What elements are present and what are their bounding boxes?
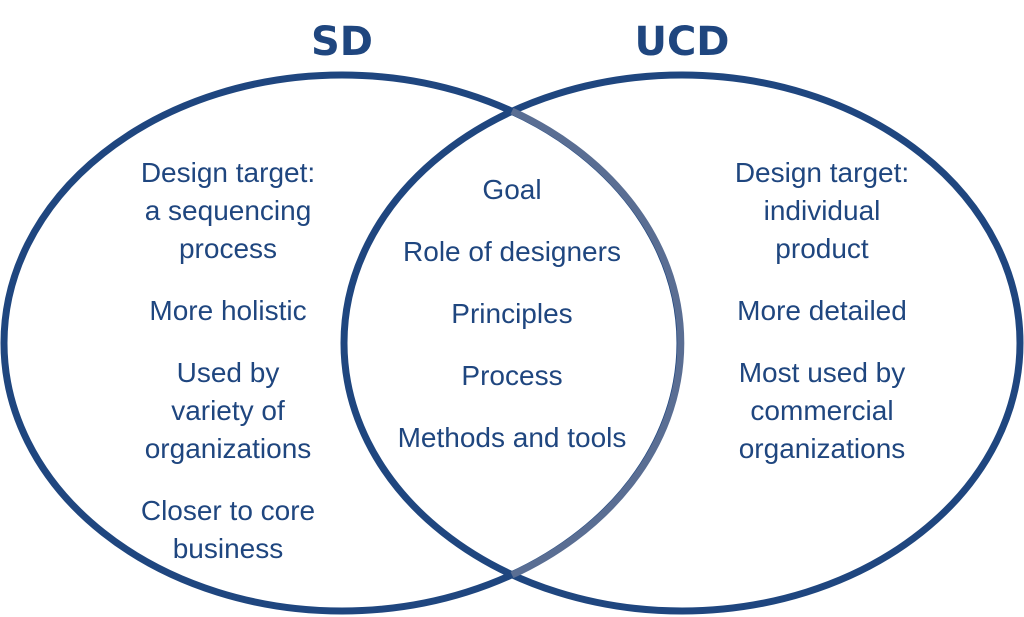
ucd-item: organizations xyxy=(738,433,906,464)
ucd-item: product xyxy=(775,233,869,264)
ucd-items: Design target: individual product More d… xyxy=(694,154,950,468)
ucd-item: Most used by xyxy=(738,357,906,388)
ucd-title: UCD xyxy=(634,19,730,65)
sd-item: Design target: xyxy=(140,157,316,188)
ucd-ellipse xyxy=(340,71,1024,615)
overlap-right-edge xyxy=(510,107,685,579)
sd-items: Design target: a sequencing process More… xyxy=(100,154,356,568)
sd-title: SD xyxy=(310,19,373,65)
sd-item: a sequencing xyxy=(144,195,312,226)
overlap-item: Process xyxy=(461,360,563,391)
sd-item: variety of xyxy=(171,395,285,426)
sd-item: organizations xyxy=(144,433,312,464)
overlap-item: Methods and tools xyxy=(397,422,627,453)
overlap-item: Principles xyxy=(451,298,573,329)
ucd-item: Design target: xyxy=(734,157,910,188)
sd-item: business xyxy=(172,533,284,564)
ucd-item: More detailed xyxy=(737,295,907,326)
ucd-item: individual xyxy=(763,195,881,226)
ucd-item: commercial xyxy=(750,395,894,426)
sd-item: More holistic xyxy=(149,295,307,326)
overlap-item: Role of designers xyxy=(403,236,621,267)
sd-item: process xyxy=(178,233,278,264)
overlap-items: Goal Role of designers Principles Proces… xyxy=(372,171,652,457)
sd-item: Closer to core xyxy=(140,495,316,526)
sd-item: Used by xyxy=(176,357,280,388)
overlap-item: Goal xyxy=(482,174,542,205)
